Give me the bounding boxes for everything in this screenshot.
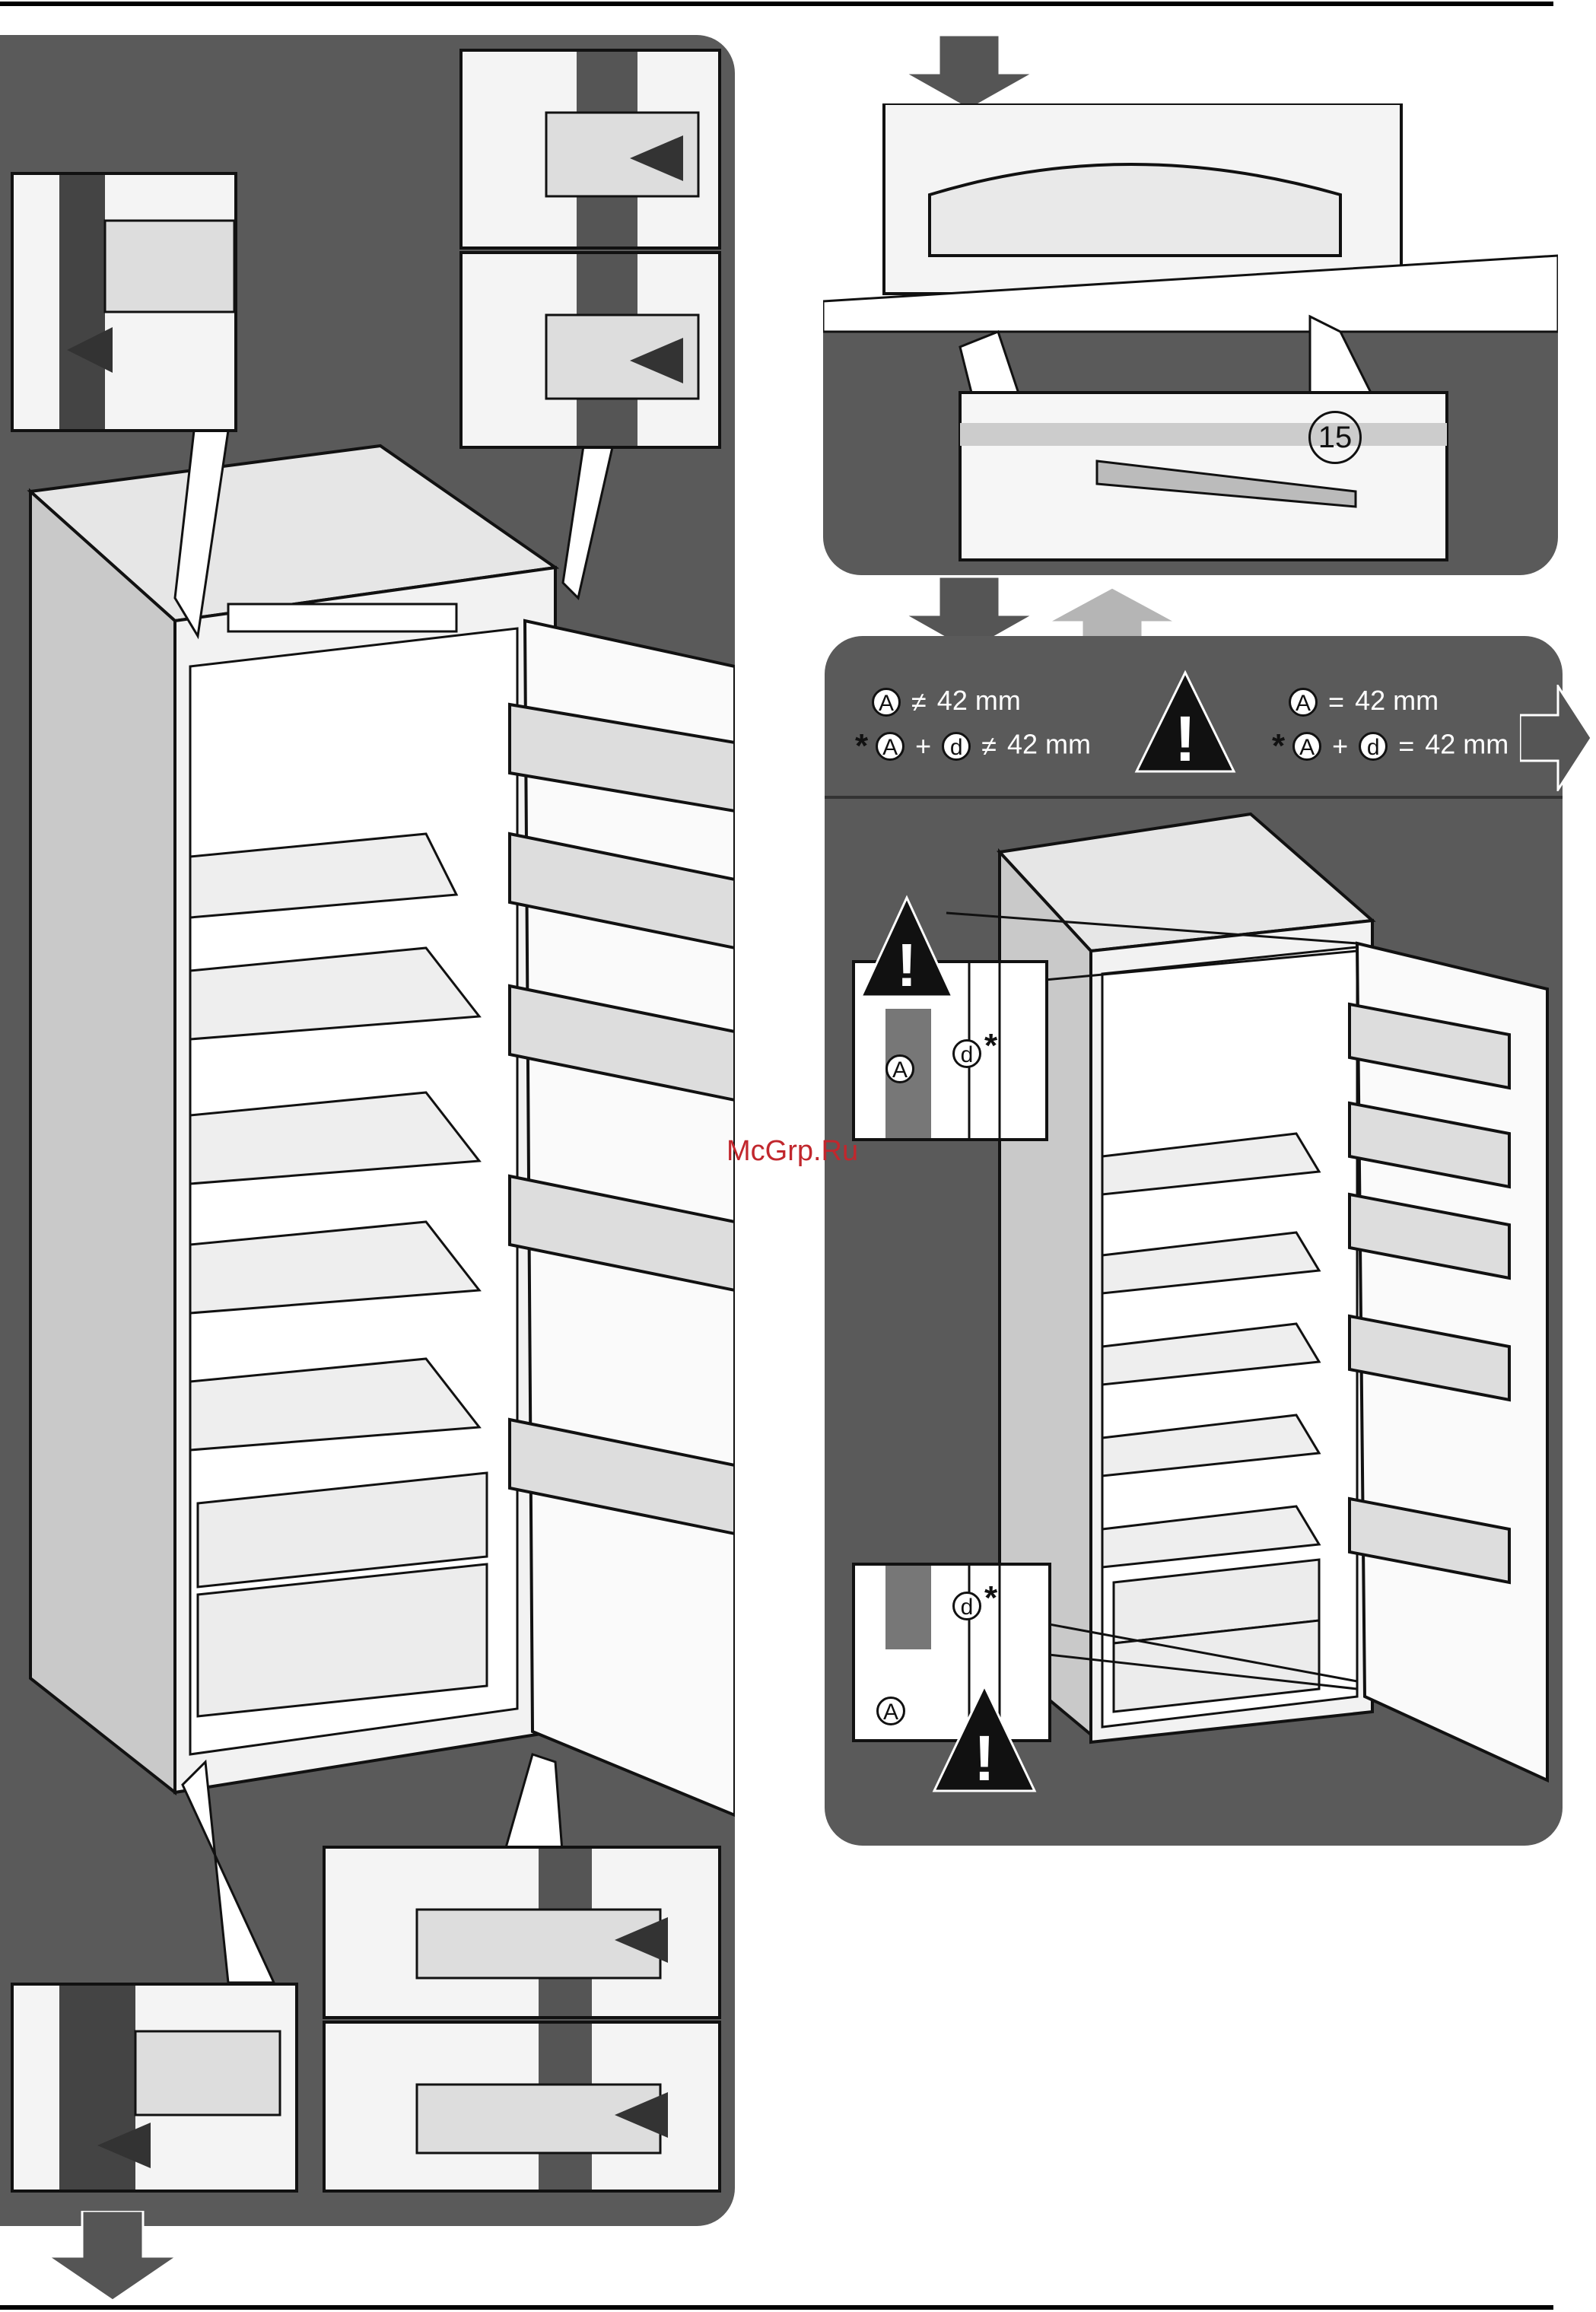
plus-symbol: + [1332, 730, 1348, 762]
label-a-circle: A [1292, 732, 1321, 761]
label-d-circle: d [952, 1592, 981, 1620]
hinge-detail-top-right-1 [459, 49, 721, 250]
asterisk-mark: * [984, 1579, 997, 1617]
watermark: McGrp.Ru [726, 1135, 858, 1168]
svg-text:!: ! [897, 931, 917, 999]
label-d-circle: d [1359, 732, 1388, 761]
condition-not-equal-line1: A ≠ 42 mm [872, 685, 1021, 718]
hinge-detail-top-left [11, 172, 237, 432]
value-text: 42 mm [1007, 729, 1091, 760]
not-equal-symbol: ≠ [911, 686, 927, 718]
arrow-down-icon [901, 35, 1038, 111]
equal-symbol: = [1398, 730, 1414, 762]
label-d-circle: d [942, 732, 971, 761]
label-a-circle: A [885, 1054, 914, 1083]
label-a-circle: A [876, 1697, 905, 1725]
bottom-rule [0, 2305, 1553, 2310]
hinge-detail-bottom-right-1 [323, 1846, 721, 2019]
condition-equal-line1: A = 42 mm [1289, 685, 1439, 718]
label-a-circle: A [876, 732, 905, 761]
value-text: 42 mm [1425, 729, 1509, 760]
label-d-circle: d [952, 1039, 981, 1068]
plus-symbol: + [915, 730, 931, 762]
arrow-right-icon [1520, 685, 1593, 791]
asterisk-mark: * [984, 1027, 997, 1065]
label-a-circle: A [1289, 688, 1318, 717]
arrow-down-icon [44, 2211, 181, 2302]
warning-triangle-icon: ! [858, 895, 955, 1001]
warning-triangle-icon: ! [931, 1683, 1038, 1795]
asterisk-mark: * [1272, 727, 1285, 765]
top-rule [0, 2, 1553, 6]
not-equal-symbol: ≠ [981, 730, 997, 762]
door-bottom-adjustment-illustration [823, 103, 1558, 575]
condition-not-equal-line2: * A + d ≠ 42 mm [855, 727, 1091, 765]
condition-equal-line2: * A + d = 42 mm [1272, 727, 1509, 765]
equal-symbol: = [1328, 686, 1344, 718]
svg-text:!: ! [1175, 703, 1196, 774]
label-a-circle: A [872, 688, 901, 717]
value-text: 42 mm [1355, 685, 1439, 716]
hinge-detail-top-right-2 [459, 251, 721, 449]
step-number: 15 [1308, 411, 1362, 464]
warning-triangle-icon: ! [1133, 669, 1237, 776]
asterisk-mark: * [855, 727, 868, 765]
hinge-detail-bottom-right-2 [323, 2021, 721, 2193]
svg-text:!: ! [974, 1722, 995, 1794]
hinge-detail-bottom-left [11, 1983, 298, 2193]
value-text: 42 mm [937, 685, 1021, 716]
